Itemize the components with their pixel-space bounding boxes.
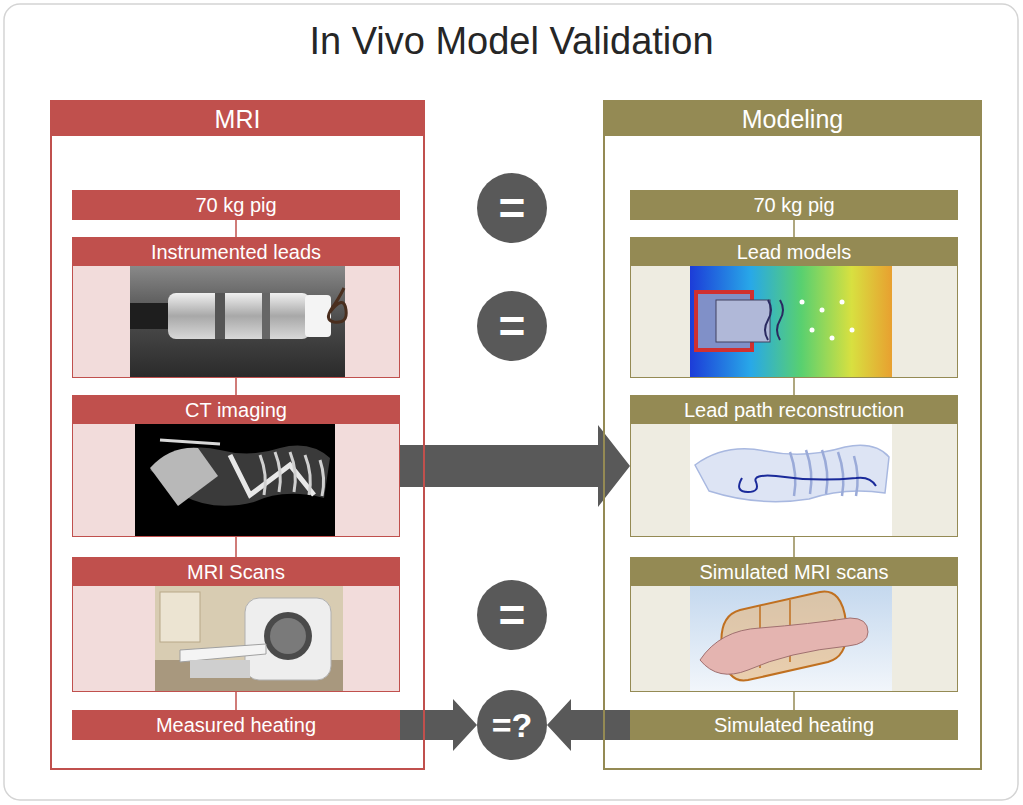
step-heading: Instrumented leads [73, 238, 399, 266]
mri-scanner-photo [155, 585, 343, 692]
step-heading: Simulated MRI scans [631, 558, 957, 586]
link-line-stroke [793, 378, 795, 395]
link-line [236, 378, 237, 395]
lead-path-image [690, 423, 892, 537]
link-line [794, 692, 795, 710]
compare-circle: = [477, 580, 547, 650]
step-box: Instrumented leads [72, 237, 400, 378]
compare-circle: = [477, 291, 547, 361]
step-label: 70 kg pig [72, 190, 400, 220]
link-line-stroke [793, 537, 795, 557]
ct-image [135, 423, 335, 537]
step-heading: Lead path reconstruction [631, 396, 957, 424]
link-line [794, 220, 795, 237]
step-heading: MRI Scans [73, 558, 399, 586]
column-heading: MRI [52, 102, 423, 136]
link-line [794, 537, 795, 557]
step-box: CT imaging [72, 395, 400, 537]
compare-sign: = [499, 303, 526, 349]
simulated-mri-image [690, 585, 892, 692]
step-label: 70 kg pig [630, 190, 958, 220]
link-line [236, 692, 237, 710]
step-bar: Measured heating [72, 710, 400, 740]
compare-sign: =? [492, 708, 533, 742]
link-line [236, 220, 237, 237]
link-line-stroke [793, 692, 795, 710]
step-box: MRI Scans [72, 557, 400, 692]
link-line [236, 537, 237, 557]
column-heading: Modeling [605, 102, 980, 136]
step-box: Lead models [630, 237, 958, 378]
link-line-stroke [235, 378, 237, 395]
step-bar: 70 kg pig [630, 190, 958, 220]
step-bar: Simulated heating [630, 710, 958, 740]
step-heading: CT imaging [73, 396, 399, 424]
link-line-stroke [235, 220, 237, 237]
compare-sign: = [499, 185, 526, 231]
diagram-title: In Vivo Model Validation [0, 20, 1023, 63]
link-line-stroke [793, 220, 795, 237]
lead-photo [130, 265, 346, 378]
link-line [794, 378, 795, 395]
block-arrow-shape [547, 699, 630, 751]
block-arrow [400, 425, 630, 507]
step-box: Lead path reconstruction [630, 395, 958, 537]
step-label: Measured heating [72, 710, 400, 740]
compare-circle: =? [477, 690, 547, 760]
step-heading: Lead models [631, 238, 957, 266]
block-arrow-shape [400, 425, 630, 507]
lead-model-plot [690, 265, 892, 378]
step-label: Simulated heating [630, 710, 958, 740]
body-fills [72, 264, 958, 692]
block-arrow-shape [400, 699, 477, 751]
block-arrow [400, 699, 477, 751]
page-frame [4, 4, 1018, 800]
column-panel: Modeling 70 kg pigLead modelsLead path re… [603, 100, 982, 770]
compare-sign: = [499, 592, 526, 638]
step-box: Simulated MRI scans [630, 557, 958, 692]
link-line-stroke [235, 537, 237, 557]
column-panel: MRI 70 kg pigInstrumented leads CT imaging… [50, 100, 425, 770]
compare-circle: = [477, 173, 547, 243]
link-line-stroke [235, 692, 237, 710]
block-arrow [547, 699, 630, 751]
step-bar: 70 kg pig [72, 190, 400, 220]
